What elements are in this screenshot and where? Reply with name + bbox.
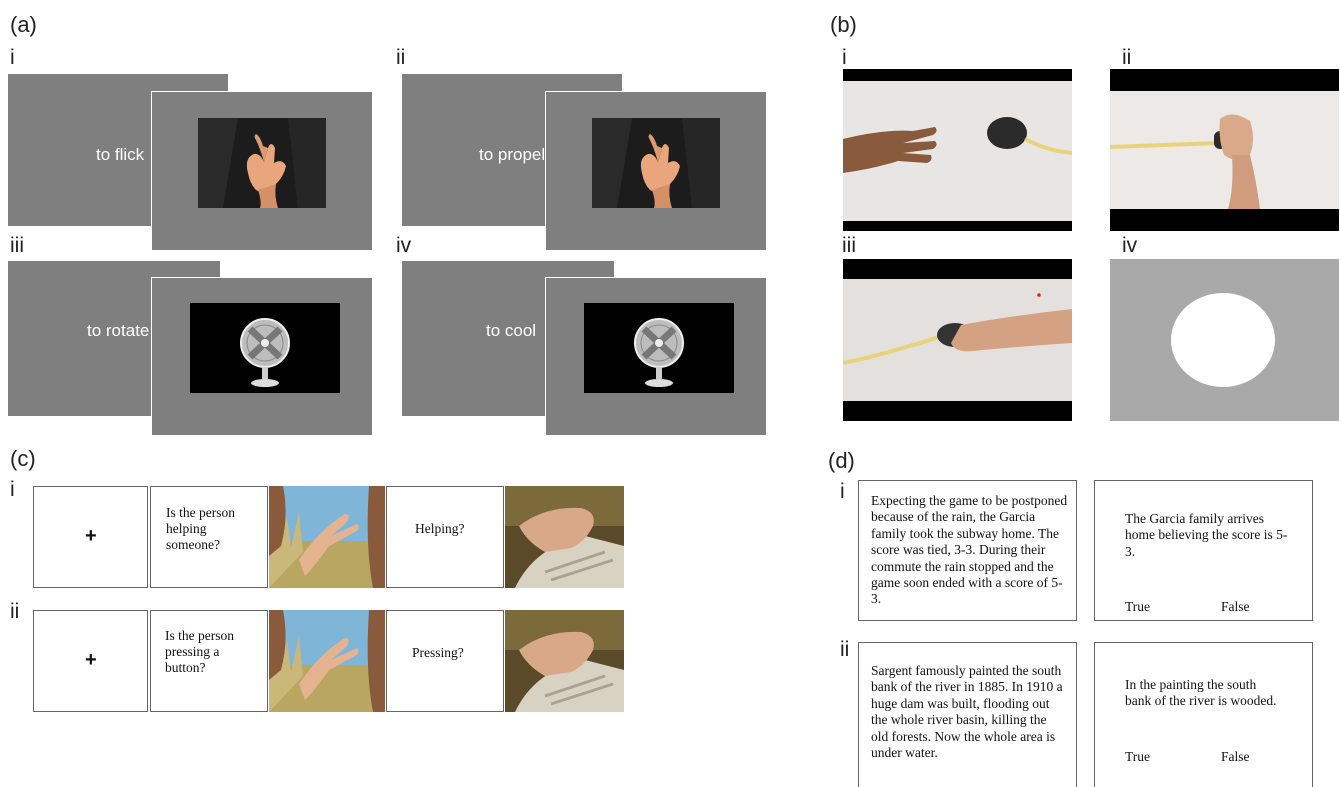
cue-word: to propel xyxy=(479,145,546,164)
statement-slide: The Garcia family arrives home believing… xyxy=(1094,480,1313,621)
story-slide: Expecting the game to be postponed becau… xyxy=(858,480,1077,621)
fixation-cross: + xyxy=(85,649,97,671)
panel-c-ii-label: ii xyxy=(10,600,20,623)
panel-d-ii-label: ii xyxy=(840,638,850,661)
story-text: Expecting the game to be postponed becau… xyxy=(871,493,1068,607)
statement-text: In the painting the south bank of the ri… xyxy=(1125,677,1277,709)
fan-image xyxy=(584,303,734,393)
statement-slide: In the painting the south bank of the ri… xyxy=(1094,642,1313,787)
hand-gesture-image xyxy=(592,118,720,208)
panel-b-i-label: i xyxy=(842,46,847,69)
panel-a-ii-label: ii xyxy=(396,46,406,69)
question-text: Is the person helping someone? xyxy=(166,505,235,552)
blank-circle-stimulus xyxy=(1110,259,1339,421)
probe-text: Helping? xyxy=(415,521,465,536)
panel-a-i-label: i xyxy=(10,46,15,69)
cue-word: to cool xyxy=(486,321,537,340)
true-option: True xyxy=(1125,749,1151,764)
question-slide: Is the person helping someone? xyxy=(150,486,268,588)
panel-a-label: (a) xyxy=(10,12,37,37)
fixation-slide: + xyxy=(33,610,148,712)
panel-b-iv-label: iv xyxy=(1122,234,1138,257)
question-text: Is the person pressing a button? xyxy=(165,628,234,675)
panel-d-i-label: i xyxy=(840,480,845,503)
hand-gesture-image xyxy=(198,118,326,208)
false-option: False xyxy=(1221,749,1250,764)
hands-photo xyxy=(269,486,385,588)
keypad-photo xyxy=(505,486,624,588)
true-option: True xyxy=(1125,599,1151,614)
keypad-photo xyxy=(505,610,624,712)
cue-word: to flick xyxy=(96,145,145,164)
panel-b-ii-label: ii xyxy=(1122,46,1132,69)
hands-photo xyxy=(269,610,385,712)
statement-text: The Garcia family arrives home believing… xyxy=(1125,511,1288,559)
hand-squeezing-bulb-image xyxy=(1110,69,1339,231)
story-text: Sargent famously painted the south bank … xyxy=(871,663,1063,761)
fan-image xyxy=(190,303,340,393)
probe-slide: Pressing? xyxy=(386,610,504,712)
hand-near-bulb-image xyxy=(843,69,1072,231)
panel-a-iii-label: iii xyxy=(10,234,24,257)
panel-c-i-label: i xyxy=(10,478,15,501)
cue-word: to rotate xyxy=(87,321,150,340)
hand-holding-bulb-image xyxy=(843,259,1072,421)
probe-text: Pressing? xyxy=(412,645,464,660)
probe-slide: Helping? xyxy=(386,486,504,588)
panel-b-iii-label: iii xyxy=(842,234,856,257)
panel-b-label: (b) xyxy=(830,12,857,37)
question-slide: Is the person pressing a button? xyxy=(150,610,268,712)
panel-c-label: (c) xyxy=(10,446,36,471)
false-option: False xyxy=(1221,599,1250,614)
panel-a-iv-label: iv xyxy=(396,234,412,257)
panel-d-label: (d) xyxy=(828,448,855,473)
fixation-slide: + xyxy=(33,486,148,588)
fixation-cross: + xyxy=(85,525,97,547)
story-slide: Sargent famously painted the south bank … xyxy=(858,642,1077,787)
